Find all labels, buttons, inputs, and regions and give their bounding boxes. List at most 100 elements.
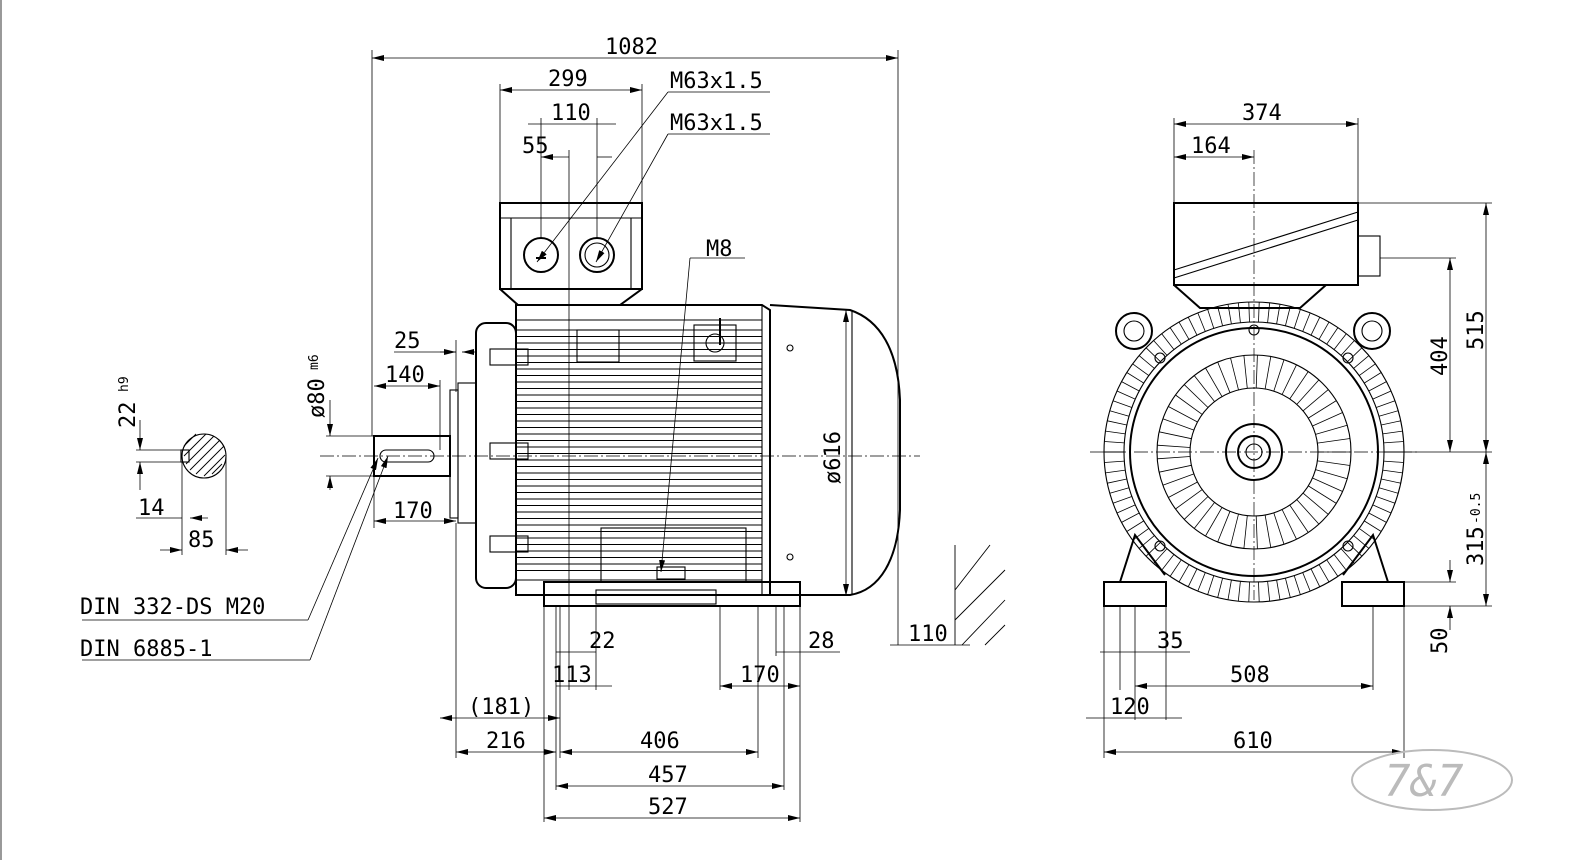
radial-fin xyxy=(1138,535,1155,549)
dim-foot-hole-dia: 35 xyxy=(1157,629,1184,654)
fan-blade xyxy=(1162,473,1195,486)
dim-key-depth: 14 xyxy=(138,496,165,521)
radial-fin xyxy=(1207,309,1215,329)
dim-shaft-height: 315 xyxy=(1464,526,1489,566)
radial-fin xyxy=(1126,372,1145,384)
radial-fin xyxy=(1105,469,1126,474)
radial-fin xyxy=(1318,564,1330,583)
dim-total-height: 515 xyxy=(1464,310,1489,350)
dim-foot-to-shaft-ref: (181) xyxy=(468,695,534,720)
radial-fin xyxy=(1378,487,1399,494)
radial-fin xyxy=(1161,333,1175,350)
radial-fin xyxy=(1248,581,1250,602)
radial-fin xyxy=(1107,478,1127,484)
dim-base-length: 527 xyxy=(648,795,688,820)
radial-fin xyxy=(1368,381,1387,392)
dim-shaft-diameter-tol: m6 xyxy=(307,354,322,370)
radial-fin xyxy=(1161,554,1175,571)
motor-side-view xyxy=(320,202,920,607)
dim-foot-end: 28 xyxy=(808,629,835,654)
fan-blade xyxy=(1217,361,1231,393)
fan-blade xyxy=(1193,375,1215,402)
radial-fin xyxy=(1217,306,1223,326)
fan-blade xyxy=(1168,406,1198,423)
fan-blade xyxy=(1175,489,1203,510)
radial-fin xyxy=(1207,575,1215,595)
radial-fin xyxy=(1109,487,1130,494)
dim-key-width: 22 xyxy=(116,402,141,429)
radial-fin xyxy=(1318,321,1330,340)
fan-blade xyxy=(1273,359,1285,392)
radial-fin xyxy=(1363,372,1382,384)
radial-fin xyxy=(1187,317,1198,336)
label-centre-hole: DIN 332-DS M20 xyxy=(80,595,265,620)
dim-foot-slot: 22 xyxy=(589,629,616,654)
cooling-fins xyxy=(516,319,762,581)
dim-foot-hole-offset: 113 xyxy=(552,663,592,688)
radial-fin xyxy=(1132,363,1150,376)
radial-fin xyxy=(1302,572,1311,592)
radial-fin xyxy=(1381,420,1401,426)
fan-blade xyxy=(1183,384,1209,408)
side-view-dimensions xyxy=(82,50,1006,822)
radial-fin xyxy=(1310,317,1321,336)
radial-fin xyxy=(1302,312,1311,332)
fan-blade xyxy=(1193,502,1215,529)
radial-fin xyxy=(1121,381,1140,392)
radial-fin xyxy=(1326,559,1339,577)
radial-fin xyxy=(1107,420,1127,426)
dim-shaft-height-tol: -0.5 xyxy=(1469,493,1484,524)
fan-blade xyxy=(1159,431,1192,440)
fan-blade xyxy=(1175,394,1203,415)
radial-fin xyxy=(1169,327,1182,345)
dim-key-width-tol: h9 xyxy=(117,376,132,392)
radial-fin xyxy=(1237,302,1241,323)
radial-fin xyxy=(1258,581,1260,602)
end-view-dimensions xyxy=(1086,118,1492,758)
fan-blade xyxy=(1312,477,1343,492)
radial-fin xyxy=(1372,390,1392,400)
radial-fin xyxy=(1358,528,1376,541)
watermark-text: 7&7 xyxy=(1384,756,1464,807)
fan-blade xyxy=(1281,509,1297,540)
fan-blade xyxy=(1230,357,1239,390)
fan-blade xyxy=(1289,504,1309,533)
dim-shaft-key-length: 140 xyxy=(385,363,425,388)
label-gland-thread-2: M63x1.5 xyxy=(670,111,763,136)
radial-fin xyxy=(1132,528,1150,541)
radial-fin xyxy=(1258,302,1260,323)
dim-terminal-box-length: 299 xyxy=(548,67,588,92)
radial-fin xyxy=(1105,430,1126,435)
fan-blade xyxy=(1315,424,1348,435)
radial-fin xyxy=(1310,568,1321,587)
radial-fin xyxy=(1153,548,1168,564)
radial-fin xyxy=(1197,572,1206,592)
fan-blade xyxy=(1264,356,1272,390)
fan-blade xyxy=(1273,512,1285,545)
radial-fin xyxy=(1353,535,1370,549)
radial-fin xyxy=(1227,579,1232,600)
dim-overall-length: 1082 xyxy=(605,35,658,60)
radial-fin xyxy=(1293,575,1301,595)
fan-blade xyxy=(1159,464,1192,473)
radial-fin xyxy=(1347,347,1363,362)
radial-fin xyxy=(1169,559,1182,577)
fan-blade xyxy=(1264,514,1272,548)
label-key-standard: DIN 6885-1 xyxy=(80,637,212,662)
fan-blade xyxy=(1183,496,1209,520)
radial-fin xyxy=(1358,363,1376,376)
radial-fin xyxy=(1372,504,1392,514)
dim-height-box: 404 xyxy=(1428,336,1453,376)
radial-fin xyxy=(1363,520,1382,532)
label-earth-thread: M8 xyxy=(706,237,733,262)
radial-fin xyxy=(1178,564,1190,583)
dim-flange-diameter: ø616 xyxy=(821,431,846,484)
watermark-logo: 7&7 xyxy=(1351,749,1513,811)
radial-fin xyxy=(1104,460,1125,463)
dim-hole-spacing-a: 406 xyxy=(640,729,680,754)
dim-foot-width-right: 170 xyxy=(740,663,780,688)
dim-end-box-offset: 164 xyxy=(1191,134,1231,159)
radial-fin xyxy=(1333,333,1347,350)
radial-fin xyxy=(1376,400,1396,408)
